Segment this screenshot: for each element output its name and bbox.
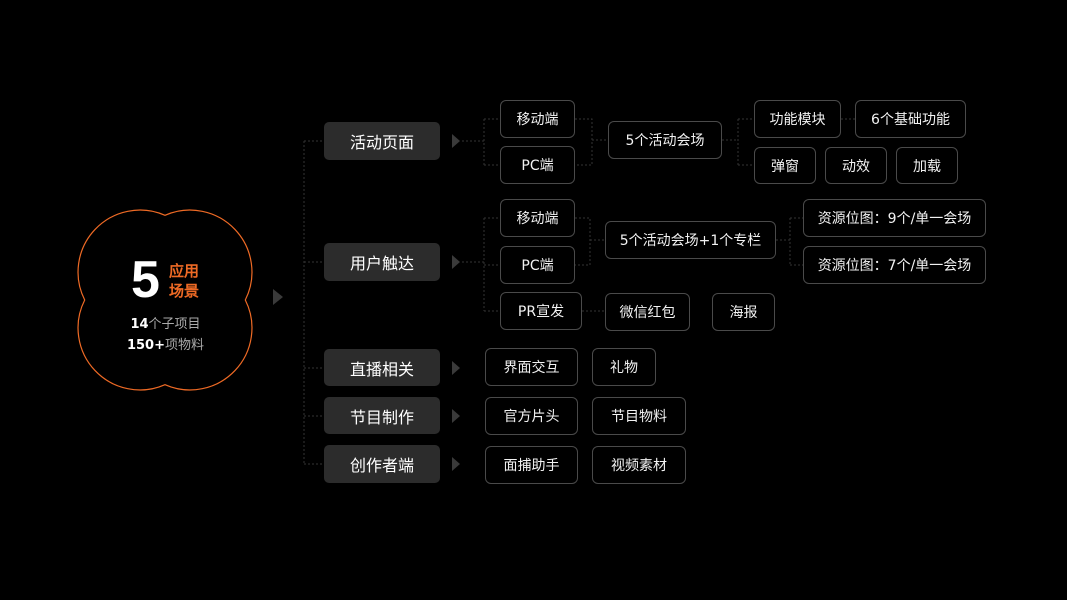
node-face-capture: 面捕助手 <box>485 446 578 484</box>
node-venues-column: 5个活动会场+1个专栏 <box>605 221 776 259</box>
node-wechat-hongbao: 微信红包 <box>605 293 690 331</box>
scenario-count: 5 <box>131 251 160 309</box>
arrow-icon <box>452 134 460 148</box>
node-basic-functions: 6个基础功能 <box>855 100 966 138</box>
node-ui-interaction: 界面交互 <box>485 348 578 386</box>
category-live[interactable]: 直播相关 <box>324 349 440 386</box>
node-intro: 官方片头 <box>485 397 578 435</box>
stat-materials: 150+项物料 <box>126 338 205 353</box>
category-activity-page[interactable]: 活动页面 <box>324 122 440 160</box>
flower-shape <box>77 209 253 391</box>
node-mobile: 移动端 <box>500 100 575 138</box>
node-effect: 动效 <box>825 147 887 184</box>
node-pc: PC端 <box>500 146 575 184</box>
node-resource-9: 资源位图：9个/单一会场 <box>803 199 986 237</box>
node-venues: 5个活动会场 <box>608 121 722 159</box>
arrow-icon <box>452 409 460 423</box>
node-mobile: 移动端 <box>500 199 575 237</box>
node-gift: 礼物 <box>592 348 656 386</box>
node-module: 功能模块 <box>754 100 841 138</box>
node-poster: 海报 <box>712 293 775 331</box>
category-program[interactable]: 节目制作 <box>324 397 440 434</box>
node-popup: 弹窗 <box>754 147 816 184</box>
arrow-icon <box>452 457 460 471</box>
scenario-title: 应用场景 <box>169 262 200 300</box>
node-program-material: 节目物料 <box>592 397 686 435</box>
node-pr: PR宣发 <box>500 292 582 330</box>
arrow-icon <box>452 361 460 375</box>
category-creator[interactable]: 创作者端 <box>324 445 440 483</box>
stat-subprojects: 14个子项目 <box>130 317 201 332</box>
node-resource-7: 资源位图：7个/单一会场 <box>803 246 986 284</box>
category-user-reach[interactable]: 用户触达 <box>324 243 440 281</box>
node-pc: PC端 <box>500 246 575 284</box>
node-loading: 加载 <box>896 147 958 184</box>
node-video-material: 视频素材 <box>592 446 686 484</box>
expand-arrow-icon <box>273 289 283 305</box>
arrow-icon <box>452 255 460 269</box>
